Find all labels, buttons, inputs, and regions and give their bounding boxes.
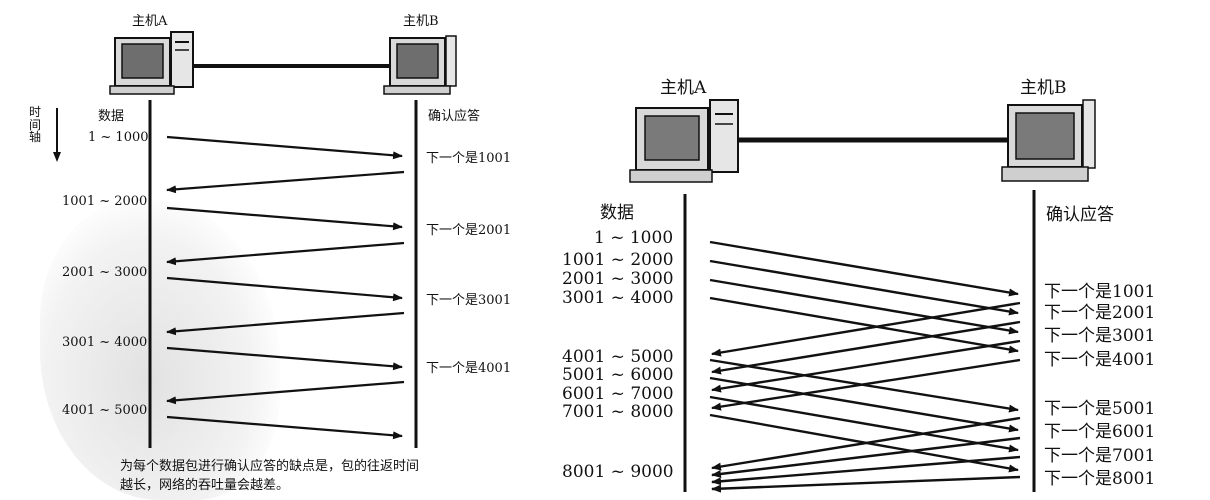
right-host-b-label: 主机B [1020,78,1067,98]
ack-arrow [166,311,405,336]
left-segment: 4001 ~ 5000 [62,403,148,418]
ack-arrow [711,301,1021,357]
left-host-b-label: 主机B [403,14,439,29]
right-segment: 2001 ~ 3000 [562,269,674,289]
right-ack-header: 确认应答 [1046,205,1114,225]
ack-arrow [711,475,1021,493]
ack-arrow [711,339,1021,393]
data-arrow [709,395,1019,453]
right-segment: 5001 ~ 6000 [562,365,674,385]
right-segment: 8001 ~ 9000 [562,462,674,482]
left-ack-header: 确认应答 [428,109,481,124]
right-segment: 1001 ~ 2000 [562,250,674,270]
left-ack: 下一个是3001 [426,293,512,308]
data-arrow [166,206,403,231]
ack-arrow [711,416,1021,471]
right-data-header: 数据 [600,203,634,223]
data-arrow [166,415,403,440]
data-arrow [709,278,1019,335]
data-arrow [709,376,1019,433]
ack-arrow [711,455,1021,486]
right-ack: 下一个是6001 [1044,422,1156,442]
ack-arrow [166,241,405,266]
right-segment: 7001 ~ 8000 [562,402,674,422]
right-ack: 下一个是8001 [1044,469,1156,489]
data-arrow [166,276,403,302]
data-arrow [166,135,403,160]
right-ack: 下一个是7001 [1044,446,1156,466]
right-segment: 3001 ~ 4000 [562,288,674,308]
ack-arrow [711,436,1021,478]
right-segment: 6001 ~ 7000 [562,384,674,404]
left-segment: 2001 ~ 3000 [62,265,148,280]
right-ack: 下一个是5001 [1044,399,1156,419]
data-arrow [709,296,1019,354]
computer-icon-right-a [629,99,739,183]
right-ack: 下一个是3001 [1044,326,1156,346]
right-host-a-label: 主机A [660,78,707,98]
computer-icon-left-a [109,31,194,95]
left-data-header: 数据 [98,109,125,124]
left-ack: 下一个是4001 [426,361,512,376]
time-axis-label: 时 间 轴 [28,105,41,145]
right-segment: 1 ~ 1000 [594,228,674,248]
left-segment: 3001 ~ 4000 [62,335,148,350]
ack-arrow [711,320,1021,375]
caption-line-2: 越长，网络的吞吐量会越差。 [120,478,290,493]
left-ack: 下一个是2001 [426,223,512,238]
left-segment: 1001 ~ 2000 [62,194,148,209]
data-arrow [709,358,1019,413]
left-host-a-label: 主机A [132,14,168,29]
caption-line-1: 为每个数据包进行确认应答的缺点是，包的往返时间 [120,459,420,474]
watermark-seal [40,200,280,500]
ack-arrow [166,380,405,405]
ack-arrow [711,358,1021,411]
data-arrow [166,346,403,371]
data-arrow [709,259,1019,316]
left-segment: 1 ~ 1000 [88,130,149,145]
computer-icon-right-b [1001,99,1096,182]
computer-icon-left-b [383,35,457,95]
right-segment: 4001 ~ 5000 [562,347,674,367]
right-ack: 下一个是2001 [1044,303,1156,323]
ack-arrow [166,170,405,194]
right-ack: 下一个是4001 [1044,350,1156,370]
right-ack: 下一个是1001 [1044,282,1156,302]
left-ack: 下一个是1001 [426,151,512,166]
data-arrow [709,240,1019,297]
